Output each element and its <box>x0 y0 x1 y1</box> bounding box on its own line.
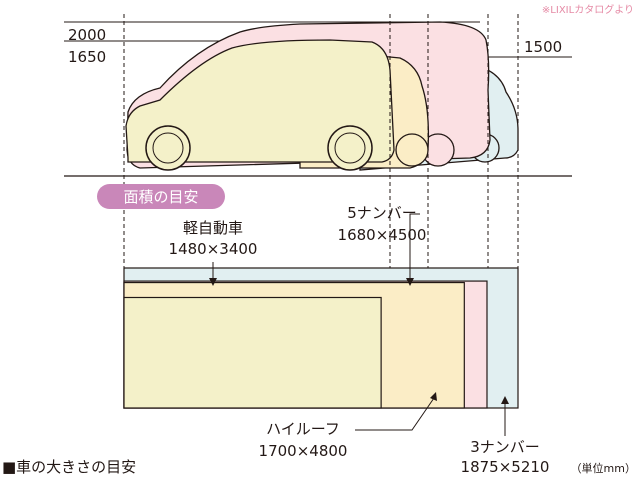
badge-label: 面積の目安 <box>123 188 198 206</box>
height-label-2000: 2000 <box>68 26 106 44</box>
fivenumber-label: 5ナンバー <box>347 204 417 222</box>
footprint-rectangles <box>123 267 519 409</box>
area-guide-badge: 面積の目安 <box>97 184 225 209</box>
threenumber-label: 3ナンバー <box>470 438 540 456</box>
highroof-label: ハイルーフ <box>266 420 340 438</box>
height-label-1650: 1650 <box>68 48 106 66</box>
highroof-pointer-arrow <box>430 392 437 401</box>
kei-dims: 1480×3400 <box>169 240 258 258</box>
threenumber-pointer-arrow <box>501 396 509 404</box>
footer-title: ■車の大きさの目安 <box>2 458 136 476</box>
wheel-kei-rear <box>327 125 373 171</box>
wheel-kei-front <box>145 125 191 171</box>
wheel-5number <box>395 133 429 167</box>
footprint-kei <box>123 296 382 409</box>
car-side-view: 2000 1650 1500 <box>64 21 572 177</box>
kei-pointer-arrow <box>209 278 217 286</box>
car-kei-silhouette <box>125 39 395 163</box>
footprint-labels: 軽自動車 1480×3400 5ナンバー 1680×4500 ハイルーフ 170… <box>169 204 550 476</box>
guide-lines <box>123 14 519 268</box>
unit-note: （単位mm） <box>571 461 636 475</box>
height-label-1500: 1500 <box>524 38 562 56</box>
highroof-dims: 1700×4800 <box>259 442 348 460</box>
fivenumber-dims: 1680×4500 <box>338 226 427 244</box>
catalog-credit: ※LIXILカタログより <box>542 3 634 16</box>
fivenumber-pointer-arrow <box>406 278 414 286</box>
kei-label: 軽自動車 <box>183 219 243 237</box>
threenumber-dims: 1875×5210 <box>461 458 550 476</box>
